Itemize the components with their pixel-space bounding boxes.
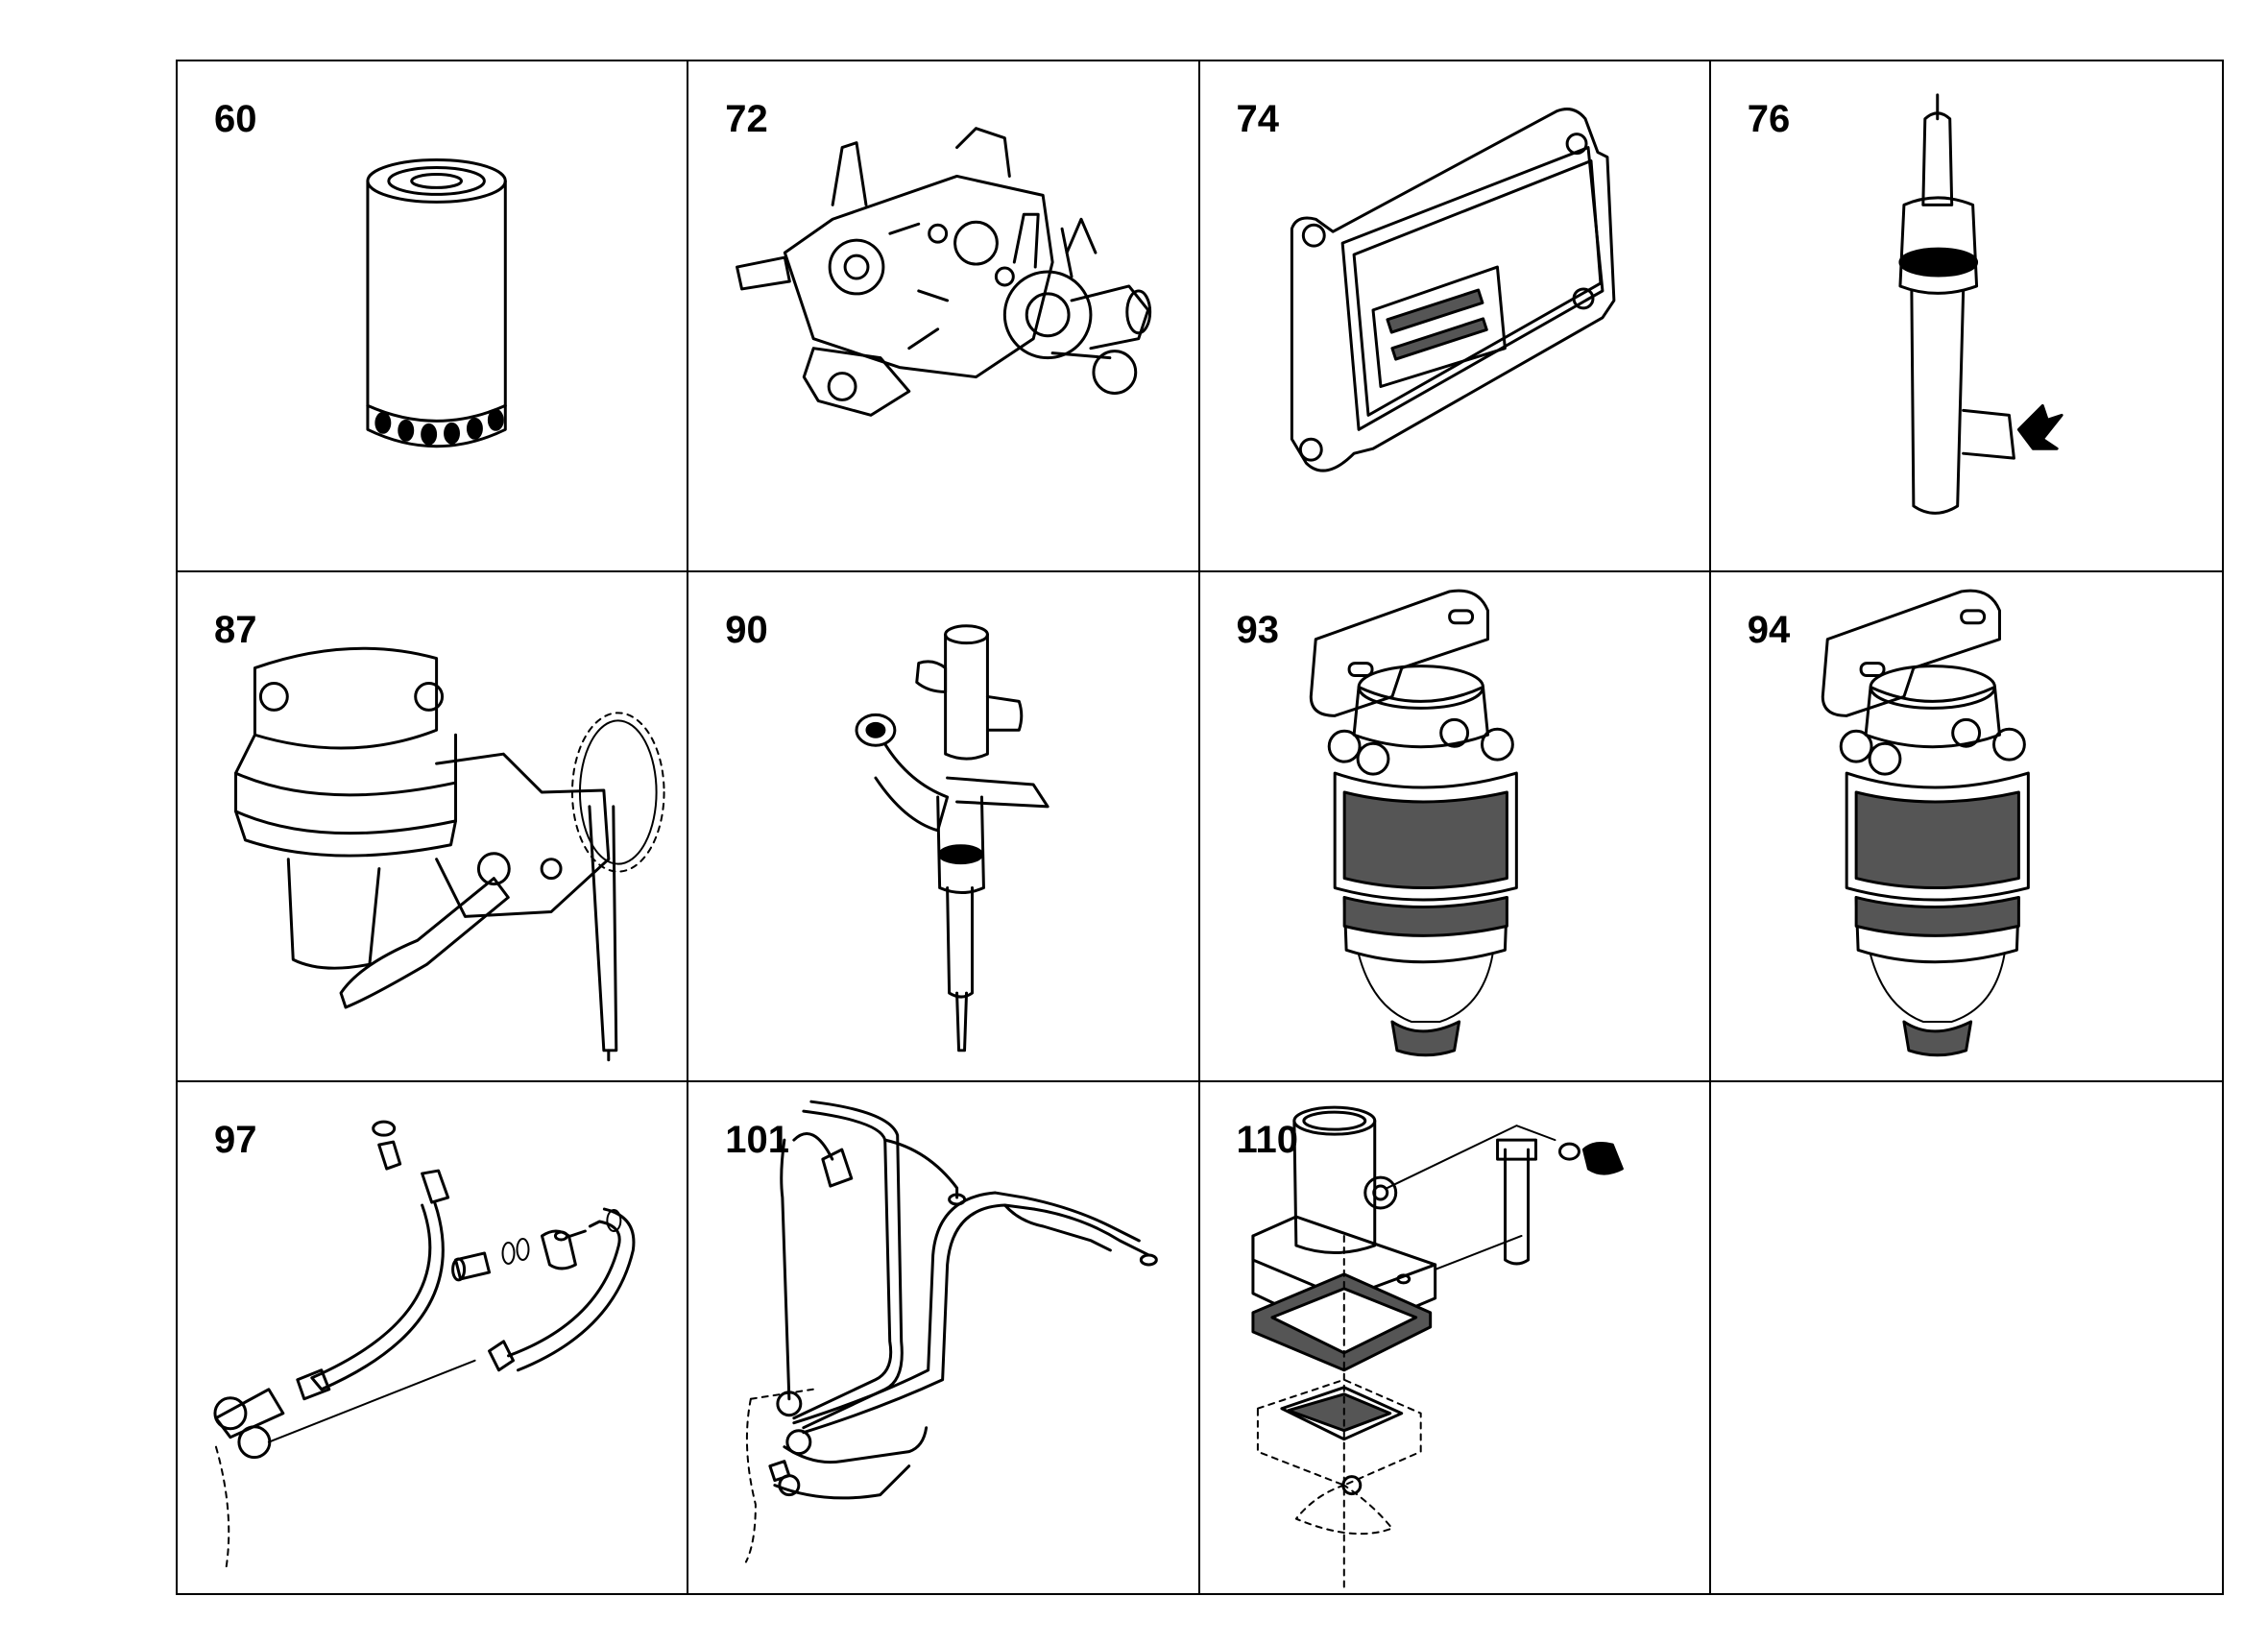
part-cell-97: 97	[178, 1082, 689, 1593]
part-number: 60	[214, 98, 257, 140]
heater-plug-icon	[1898, 93, 2063, 515]
injection-pump-icon	[736, 127, 1152, 417]
part-number: 97	[214, 1119, 257, 1162]
fuel-filter-icon	[1821, 589, 2030, 1056]
part-number: 93	[1236, 608, 1280, 651]
fuel-pipes-icon	[745, 1101, 1159, 1563]
empty-cell	[1711, 1082, 2222, 1593]
fuel-hose-icon	[213, 1120, 636, 1573]
part-number: 76	[1747, 98, 1791, 140]
part-cell-87: 87	[178, 571, 689, 1083]
part-cell-110: 110	[1200, 1082, 1711, 1593]
part-number: 87	[214, 608, 257, 651]
part-cell-101: 101	[688, 1082, 1200, 1593]
part-cell-94: 94	[1710, 572, 2222, 1083]
part-number: 74	[1236, 98, 1280, 140]
part-number: 101	[725, 1119, 789, 1162]
part-cell-90: 90	[688, 571, 1200, 1083]
part-cell-72: 72	[688, 61, 1200, 572]
lift-pump-icon	[234, 646, 665, 1061]
part-cell-74: 74	[1199, 61, 1711, 572]
ecu-module-icon	[1290, 108, 1615, 472]
part-cell-60: 60	[178, 61, 689, 572]
part-cell-93: 93	[1199, 571, 1711, 1083]
injector-icon	[855, 623, 1050, 1052]
part-number: 72	[725, 98, 768, 140]
part-number: 110	[1236, 1119, 1299, 1162]
oil-filter-icon	[366, 158, 507, 448]
parts-grid: 60 72	[176, 60, 2224, 1595]
thermostat-housing-icon	[1250, 1106, 1624, 1592]
part-number: 94	[1747, 608, 1791, 651]
part-cell-76: 76	[1710, 61, 2222, 572]
fuel-filter-icon	[1309, 589, 1518, 1056]
part-number: 90	[725, 608, 768, 651]
